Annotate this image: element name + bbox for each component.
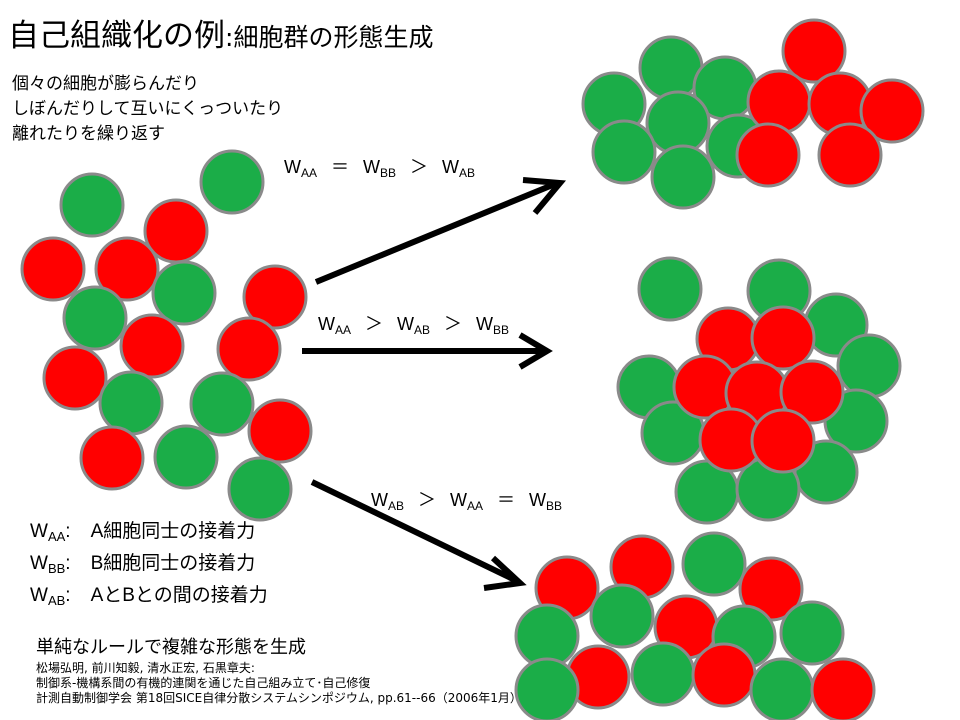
cell-red bbox=[79, 425, 145, 491]
cell-green bbox=[199, 149, 265, 215]
cell-red bbox=[859, 78, 925, 144]
formula-term: W bbox=[450, 490, 468, 510]
legend-item-ab: WAB:AとBとの間の接着力 bbox=[30, 585, 268, 608]
cell-green bbox=[153, 424, 219, 490]
cell-green bbox=[645, 90, 711, 156]
cell-green bbox=[59, 172, 125, 238]
cell-green bbox=[589, 583, 655, 649]
formula-term: W bbox=[476, 314, 494, 334]
formula-operator: ＞ bbox=[444, 314, 463, 335]
cell-red bbox=[216, 316, 282, 382]
legend-item-bb: WBB:B細胞同士の接着力 bbox=[30, 553, 256, 576]
cell-green bbox=[779, 600, 845, 666]
cell-red bbox=[119, 313, 185, 379]
title-main: 自己組織化の例 bbox=[8, 18, 225, 54]
intro-text: 個々の細胞が膨らんだり しぼんだりして互いにくっついたり 離れたりを繰り返す bbox=[12, 72, 283, 147]
cell-red bbox=[781, 18, 847, 84]
cluster-separated bbox=[581, 18, 925, 210]
cell-red bbox=[735, 122, 801, 188]
reference-authors: 松場弘明, 前川知毅, 清水正宏, 石黒章夫: bbox=[36, 661, 255, 675]
reference-title: 制御系-機構系間の有機的連関を通じた自己組み立て･自己修復 bbox=[36, 676, 371, 690]
cell-red bbox=[42, 345, 108, 411]
cluster-initial bbox=[20, 149, 313, 522]
formula-term: W bbox=[284, 157, 301, 177]
cell-green bbox=[189, 371, 255, 437]
cell-green bbox=[227, 456, 293, 522]
legend-item-aa: WAA:A細胞同士の接着力 bbox=[30, 521, 256, 544]
cluster-mixed bbox=[514, 531, 876, 720]
legend: WAA:A細胞同士の接着力 WBB:B細胞同士の接着力 WAB:AとBとの間の接… bbox=[30, 518, 268, 614]
formula-term: W bbox=[318, 314, 335, 334]
reference-venue: 計測自動制御学会 第18回SICE自律分散システムシンポジウム, pp.61--… bbox=[36, 691, 522, 705]
cells bbox=[20, 18, 925, 720]
arrow-to-separated bbox=[314, 177, 567, 285]
cell-green bbox=[514, 657, 580, 720]
arrow-to-core bbox=[302, 332, 553, 370]
cell-red bbox=[750, 305, 816, 371]
cell-green bbox=[836, 333, 902, 399]
formula-term: W bbox=[529, 490, 547, 510]
cell-red bbox=[779, 359, 845, 425]
formula-term: W bbox=[397, 314, 415, 334]
cell-red bbox=[810, 657, 876, 720]
cell-green bbox=[637, 256, 703, 322]
cell-green bbox=[151, 260, 217, 326]
formula-operator: ＞ bbox=[418, 490, 437, 511]
cell-green bbox=[749, 657, 815, 720]
cell-green bbox=[62, 285, 128, 351]
intro-line: 離れたりを繰り返す bbox=[12, 124, 165, 144]
cell-red bbox=[746, 69, 812, 135]
formula-separated: WAA＝WBB＞WAB bbox=[284, 153, 475, 180]
formula-core: WAA＞WAB＞WBB bbox=[318, 310, 509, 337]
cell-green bbox=[98, 370, 164, 436]
formula-operator: ＝ bbox=[497, 490, 516, 511]
intro-line: 個々の細胞が膨らんだり bbox=[12, 74, 199, 94]
cell-green bbox=[681, 531, 747, 597]
summary-text: 単純なルールで複雑な形態を生成 bbox=[36, 637, 306, 658]
arrow-to-mixed bbox=[310, 479, 527, 591]
formula-operator: ＞ bbox=[365, 314, 384, 335]
cell-red bbox=[242, 264, 308, 330]
arrows bbox=[302, 177, 567, 591]
cell-red bbox=[817, 122, 883, 188]
formula-term: W bbox=[371, 490, 388, 510]
cluster-core bbox=[616, 256, 902, 525]
cell-green bbox=[650, 144, 716, 210]
cell-green bbox=[630, 641, 696, 707]
formula-operator: ＝ bbox=[331, 157, 350, 178]
cell-red bbox=[20, 236, 86, 302]
cell-green bbox=[591, 119, 657, 185]
title-separator: : bbox=[225, 23, 234, 52]
cell-red bbox=[247, 398, 313, 464]
intro-line: しぼんだりして互いにくっついたり bbox=[12, 99, 284, 119]
cell-red bbox=[94, 236, 160, 302]
formula-term: W bbox=[442, 157, 460, 177]
cell-red bbox=[691, 642, 757, 708]
title-sub: 細胞群の形態生成 bbox=[233, 23, 434, 52]
formula-term: W bbox=[363, 157, 381, 177]
page-title: 自己組織化の例:細胞群の形態生成 bbox=[8, 10, 433, 55]
formula-operator: ＞ bbox=[410, 157, 429, 178]
cell-red bbox=[750, 408, 816, 474]
formula-mixed: WAB＞WAA＝WBB bbox=[371, 486, 562, 513]
